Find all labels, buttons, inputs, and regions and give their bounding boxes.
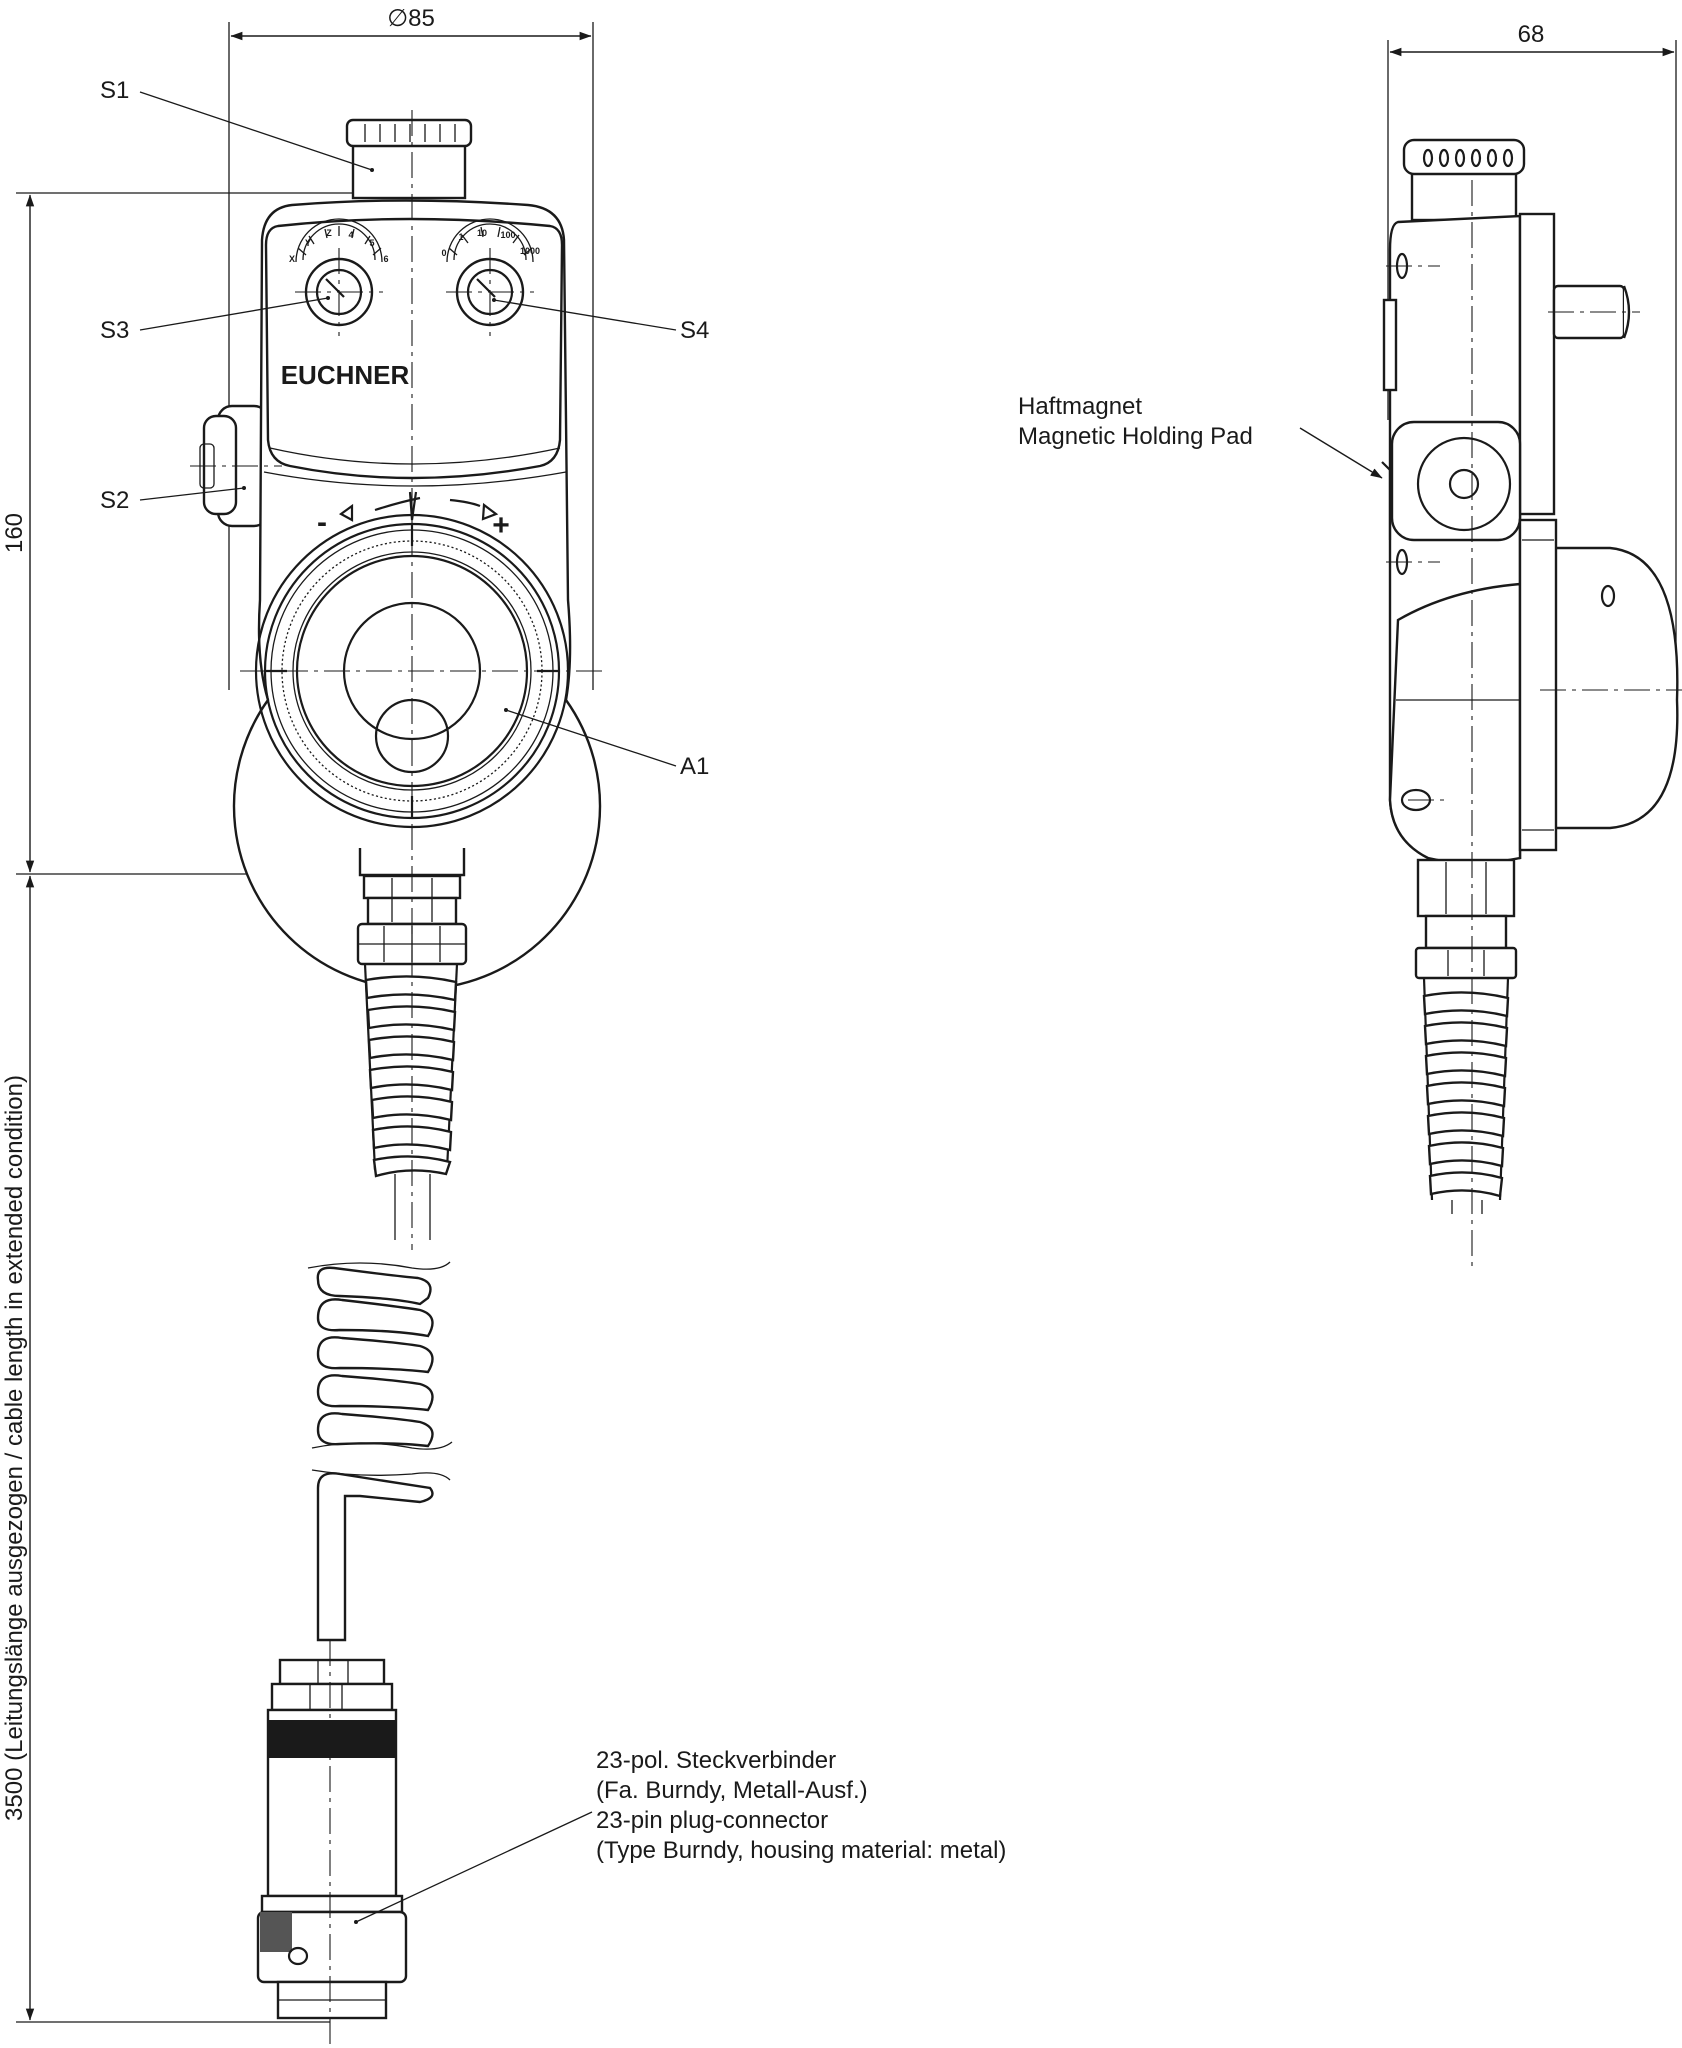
cable-gland bbox=[356, 848, 468, 966]
magnet-label-de: Haftmagnet bbox=[1018, 393, 1142, 420]
axis-label-y: Y bbox=[305, 238, 311, 248]
dimension-cable-length: 3500 (Leitungslänge ausgezogen / cable l… bbox=[1, 875, 330, 2023]
emergency-stop-button bbox=[345, 118, 473, 200]
direction-indicator: - + bbox=[317, 491, 510, 542]
dimension-cable-length-value: 3500 (Leitungslänge ausgezogen / cable l… bbox=[1, 1075, 28, 1821]
callout-s2: S2 bbox=[100, 486, 246, 514]
strain-relief-spring bbox=[363, 963, 459, 1240]
coiled-cable bbox=[307, 1261, 453, 1642]
magnet-label-en: Magnetic Holding Pad bbox=[1018, 423, 1253, 450]
axis-label-5: 5 bbox=[369, 238, 374, 248]
side-view bbox=[1381, 138, 1682, 1268]
dimension-diameter-value: 85 bbox=[408, 5, 435, 32]
plug-connector bbox=[256, 1658, 408, 2020]
axis-label-6: 6 bbox=[383, 254, 388, 264]
dimension-height-value: 160 bbox=[1, 513, 28, 553]
svg-text:S1: S1 bbox=[100, 77, 129, 104]
axis-label-x: X bbox=[289, 254, 295, 264]
connector-label-line2: (Fa. Burndy, Metall-Ausf.) bbox=[596, 1777, 868, 1804]
dimension-depth-value: 68 bbox=[1518, 21, 1545, 48]
callout-s1: S1 bbox=[100, 77, 374, 172]
callout-a1: A1 bbox=[504, 708, 709, 780]
minus-sign: - bbox=[317, 506, 327, 539]
callout-s4: S4 bbox=[492, 298, 709, 344]
axis-label-4: 4 bbox=[348, 230, 353, 240]
diameter-symbol: ∅ bbox=[387, 5, 408, 32]
connector-label-line3: 23-pin plug-connector bbox=[596, 1807, 828, 1834]
svg-text:∅85: ∅85 bbox=[387, 5, 435, 32]
callout-s3: S3 bbox=[100, 296, 330, 344]
plus-sign: + bbox=[492, 509, 510, 542]
top-panel bbox=[264, 217, 564, 480]
connector-label-line1: 23-pol. Steckverbinder bbox=[596, 1747, 836, 1774]
svg-text:S4: S4 bbox=[680, 317, 709, 344]
callout-connector: 23-pol. Steckverbinder (Fa. Burndy, Meta… bbox=[354, 1747, 1006, 1924]
axis-label-z: Z bbox=[326, 228, 332, 238]
step-label-1000: 1000 bbox=[520, 246, 540, 256]
dimension-diameter: ∅85 bbox=[228, 5, 594, 690]
callout-magnet: Haftmagnet Magnetic Holding Pad bbox=[1018, 393, 1383, 479]
step-label-100: 100 bbox=[500, 230, 515, 240]
connector-label-line4: (Type Burndy, housing material: metal) bbox=[596, 1837, 1006, 1864]
step-label-0: 0 bbox=[441, 248, 446, 258]
step-label-1: 1 bbox=[458, 232, 463, 242]
svg-text:A1: A1 bbox=[680, 753, 709, 780]
step-label-10: 10 bbox=[477, 228, 487, 238]
front-view: X Y Z 4 5 6 0 1 10 100 1000 EUCHN bbox=[190, 110, 606, 2048]
svg-text:S3: S3 bbox=[100, 317, 129, 344]
brand-logo: EUCHNER bbox=[281, 360, 410, 390]
svg-text:S2: S2 bbox=[100, 487, 129, 514]
